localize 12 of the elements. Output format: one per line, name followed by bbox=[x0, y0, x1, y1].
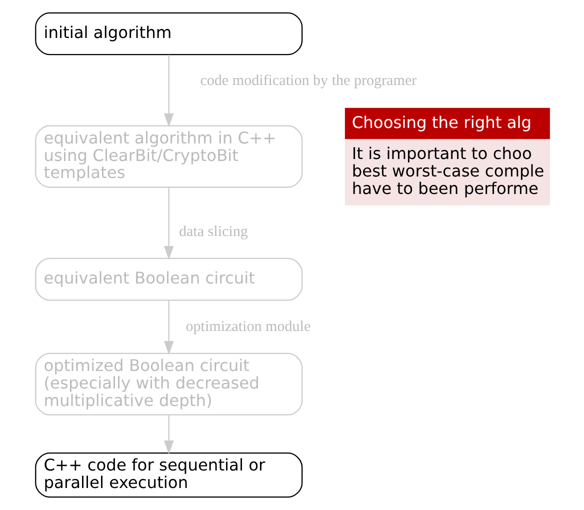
edge-label: data slicing bbox=[178, 224, 248, 240]
arrow bbox=[163, 187, 174, 260]
node-box: equivalent Boolean circuit bbox=[34, 258, 302, 301]
arrow bbox=[163, 300, 174, 355]
node-box: initial algorithm bbox=[34, 12, 302, 56]
arrow bbox=[163, 54, 174, 128]
node-box: optimized Boolean circuit (especially with decreased multiplicative depth) bbox=[34, 352, 302, 416]
edge-label: optimization module bbox=[185, 318, 310, 335]
edge-label: code modification by the programer bbox=[200, 73, 416, 90]
arrow bbox=[163, 415, 174, 454]
node-box: equivalent algorithm in C++ using ClearBit/CryptoBit templates bbox=[34, 125, 302, 188]
node-box: C++ code for sequential or parallel execution bbox=[34, 452, 302, 498]
